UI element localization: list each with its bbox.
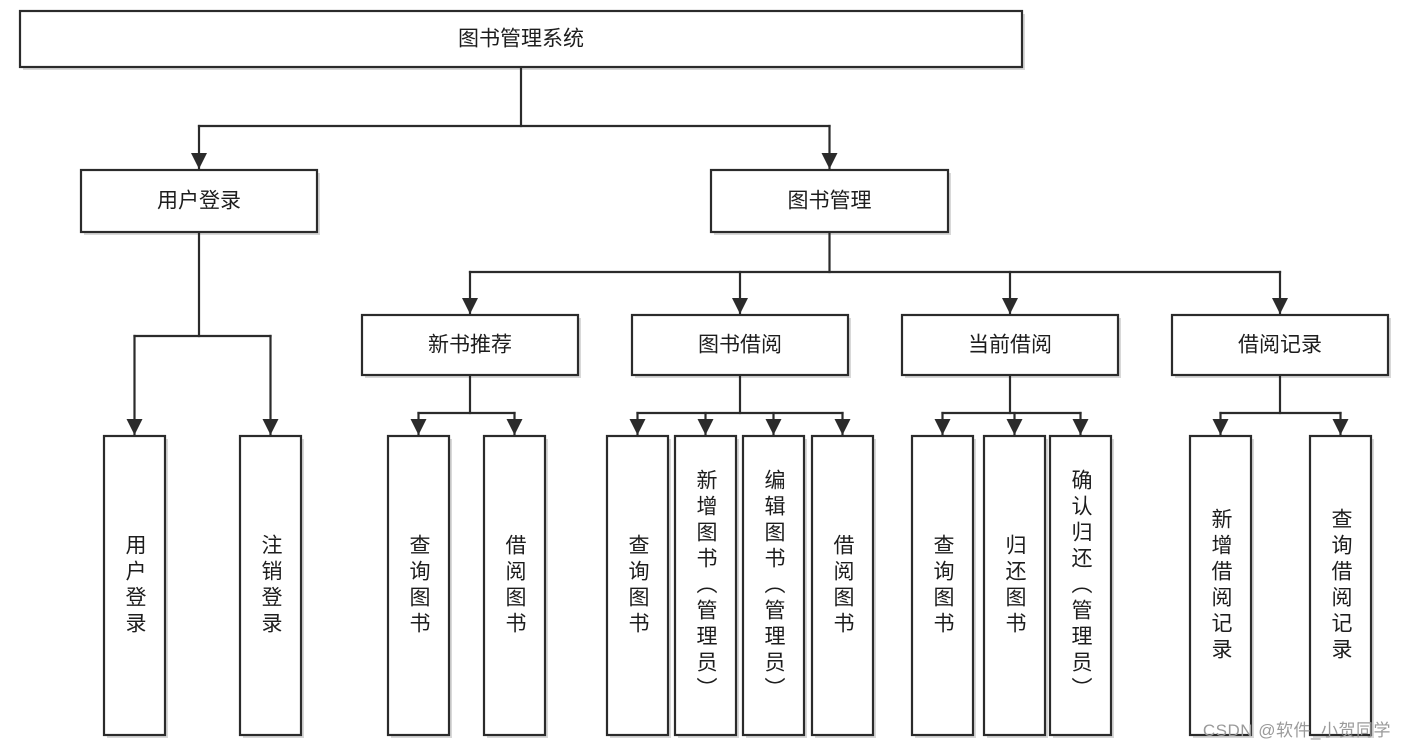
arrow-head-icon bbox=[410, 419, 427, 435]
leaf-box-借阅图书-3[interactable] bbox=[482, 434, 547, 737]
box-layer bbox=[18, 9, 1390, 737]
root-label-图书管理系统: 图书管理系统 bbox=[458, 28, 584, 51]
level3-box-新书推荐-0[interactable] bbox=[360, 313, 580, 377]
leaf-box-用户登录-0[interactable] bbox=[102, 434, 167, 737]
level3-box-图书借阅-1[interactable] bbox=[630, 313, 850, 377]
leaf-box-确认归还管理员-10[interactable] bbox=[1048, 434, 1113, 737]
arrow-head-icon bbox=[1272, 298, 1288, 314]
level2-label-图书管理-1: 图书管理 bbox=[788, 190, 872, 213]
leaf-box-查询图书-2[interactable] bbox=[386, 434, 451, 737]
arrow-head-icon bbox=[1002, 298, 1018, 314]
arrow-head-icon bbox=[697, 419, 714, 435]
leaf-box-新增图书管理员-5[interactable] bbox=[673, 434, 738, 737]
arrow-head-icon bbox=[732, 298, 748, 314]
leaf-box-归还图书-9[interactable] bbox=[982, 434, 1047, 737]
leaf-box-新增借阅记录-11[interactable] bbox=[1188, 434, 1253, 737]
level3-box-借阅记录-3[interactable] bbox=[1170, 313, 1390, 377]
watermark-text: CSDN @软件_小贺同学 bbox=[1202, 721, 1391, 740]
leaf-box-查询图书-8[interactable] bbox=[910, 434, 975, 737]
level3-label-新书推荐-0: 新书推荐 bbox=[428, 334, 512, 357]
level3-label-借阅记录-3: 借阅记录 bbox=[1238, 334, 1322, 357]
level3-box-当前借阅-2[interactable] bbox=[900, 313, 1120, 377]
leaf-box-编辑图书管理员-6[interactable] bbox=[741, 434, 806, 737]
leaf-box-查询图书-4[interactable] bbox=[605, 434, 670, 737]
connector-layer bbox=[126, 65, 1349, 436]
arrow-head-icon bbox=[1072, 419, 1089, 435]
level3-label-当前借阅-2: 当前借阅 bbox=[968, 334, 1052, 357]
arrow-head-icon bbox=[126, 419, 143, 435]
arrow-head-icon bbox=[1006, 419, 1023, 435]
arrow-head-icon bbox=[1212, 419, 1229, 435]
level2-box-图书管理-1[interactable] bbox=[709, 168, 950, 234]
leaf-box-注销登录-1[interactable] bbox=[238, 434, 303, 737]
arrow-head-icon bbox=[1332, 419, 1349, 435]
arrow-head-icon bbox=[834, 419, 851, 435]
arrow-head-icon bbox=[765, 419, 782, 435]
arrow-head-icon bbox=[506, 419, 523, 435]
leaf-box-借阅图书-7[interactable] bbox=[810, 434, 875, 737]
arrow-head-icon bbox=[934, 419, 951, 435]
root-box-图书管理系统[interactable] bbox=[18, 9, 1024, 69]
level2-box-用户登录-0[interactable] bbox=[79, 168, 319, 234]
leaf-box-查询借阅记录-12[interactable] bbox=[1308, 434, 1373, 737]
level2-label-用户登录-0: 用户登录 bbox=[157, 190, 241, 213]
arrow-head-icon bbox=[262, 419, 279, 435]
arrow-head-icon bbox=[629, 419, 646, 435]
arrow-head-icon bbox=[191, 153, 207, 169]
level3-label-图书借阅-1: 图书借阅 bbox=[698, 334, 782, 357]
arrow-head-icon bbox=[821, 153, 838, 169]
arrow-head-icon bbox=[462, 298, 478, 314]
